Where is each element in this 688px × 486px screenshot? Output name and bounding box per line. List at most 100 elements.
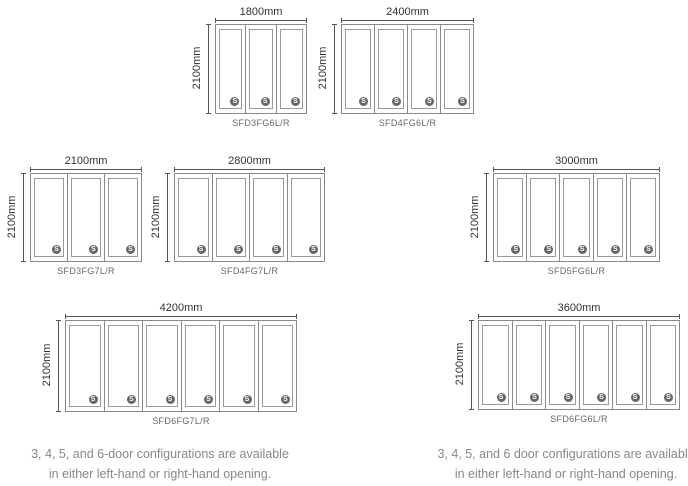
door-panel: S [105,321,143,411]
s-badge-icon: S [230,97,240,106]
caption-right: 3, 4, 5, and 6 door configurations are a… [416,444,688,484]
caption-line: 3, 4, 5, and 6-door configurations are a… [31,447,289,461]
door-panel: S [613,321,647,409]
s-badge-icon: S [126,245,135,254]
door-panel: S [647,321,680,409]
glass-pane [290,178,321,257]
caption-left: 3, 4, 5, and 6-door configurations are a… [10,444,310,484]
product-code: SFD4FG6L/R [378,118,437,128]
s-badge-icon: S [644,245,654,254]
caption-line: 3, 4, 5, and 6 door configurations are a… [437,447,688,461]
s-badge-icon: S [664,393,673,402]
glass-pane [444,29,470,109]
glass-pane [411,29,437,109]
width-dimension-line [478,314,680,319]
glass-pane [261,325,293,407]
door-panel: S [513,321,546,409]
s-badge-icon: S [271,245,281,254]
glass-pane [223,325,255,407]
door-panel: S [259,321,297,411]
glass-pane [184,325,216,407]
product-code: SFD3FG7L/R [57,266,115,276]
height-label: 2100mm [469,195,481,238]
s-badge-icon: S [281,395,290,404]
glass-pane [34,178,64,257]
door-panel: S [143,321,182,411]
door-panel: S [408,25,441,113]
door-panel: S [527,174,561,261]
s-badge-icon: S [165,395,175,404]
s-badge-icon: S [242,395,252,404]
caption-line: in either left-hand or right-hand openin… [48,467,272,481]
door-panel: S [68,174,105,261]
door-panel: S [220,321,259,411]
s-badge-icon: S [260,97,270,106]
s-badge-icon: S [511,245,521,254]
door-panel: S [216,25,247,113]
door-panel: S [441,25,473,113]
door-panel: S [560,174,594,261]
glass-pane [530,178,557,257]
s-badge-icon: S [610,245,620,254]
glass-pane [249,29,273,109]
s-badge-icon: S [88,395,98,404]
height-label: 2100mm [150,195,162,238]
height-dimension-line [206,24,211,114]
glass-pane [629,178,657,257]
height-label: 2100mm [191,46,203,90]
glass-pane [107,325,139,407]
glass-pane [253,178,284,257]
glass-pane [215,178,246,257]
s-badge-icon: S [425,97,434,106]
width-dimension-line [341,18,474,23]
height-dimension-line [165,173,170,262]
s-badge-icon: S [630,393,640,402]
door-panel: S [213,174,250,261]
s-badge-icon: S [359,97,368,106]
door-panel: S [494,174,528,261]
door-panel: S [250,174,288,261]
width-dimension-line [493,167,660,172]
width-dimension-line [174,167,325,172]
door-panel: S [342,25,375,113]
s-badge-icon: S [530,393,539,402]
caption-line: in either left-hand or right-hand openin… [454,467,678,481]
width-label: 2400mm [386,6,429,18]
s-badge-icon: S [89,245,98,254]
s-badge-icon: S [127,395,136,404]
glass-pane [178,178,209,257]
glass-pane [69,325,101,407]
door-panel: S [288,174,325,261]
glass-pane [649,325,676,405]
glass-pane [482,325,509,405]
door-panel: S [580,321,613,409]
door-panel: S [246,25,277,113]
width-dimension-line [65,314,297,319]
glass-pane [279,29,303,109]
s-badge-icon: S [458,97,467,106]
height-label: 2100mm [454,342,466,386]
glass-pane [582,325,609,405]
width-label: 3600mm [557,302,601,314]
glass-pane [515,325,542,405]
product-code: SFD3FG6L/R [232,118,290,128]
height-dimension-line [484,173,489,262]
product-code: SFD4FG7L/R [220,266,279,276]
glass-pane [497,178,524,257]
s-badge-icon: S [234,245,243,254]
width-label: 3000mm [555,155,598,167]
s-badge-icon: S [496,393,506,402]
height-dimension-line [332,24,337,114]
door-panel: S [627,174,659,261]
s-badge-icon: S [544,245,554,254]
glass-pane [563,178,590,257]
height-dimension-line [56,320,61,412]
s-badge-icon: S [290,97,300,106]
door-panel: S [31,174,68,261]
